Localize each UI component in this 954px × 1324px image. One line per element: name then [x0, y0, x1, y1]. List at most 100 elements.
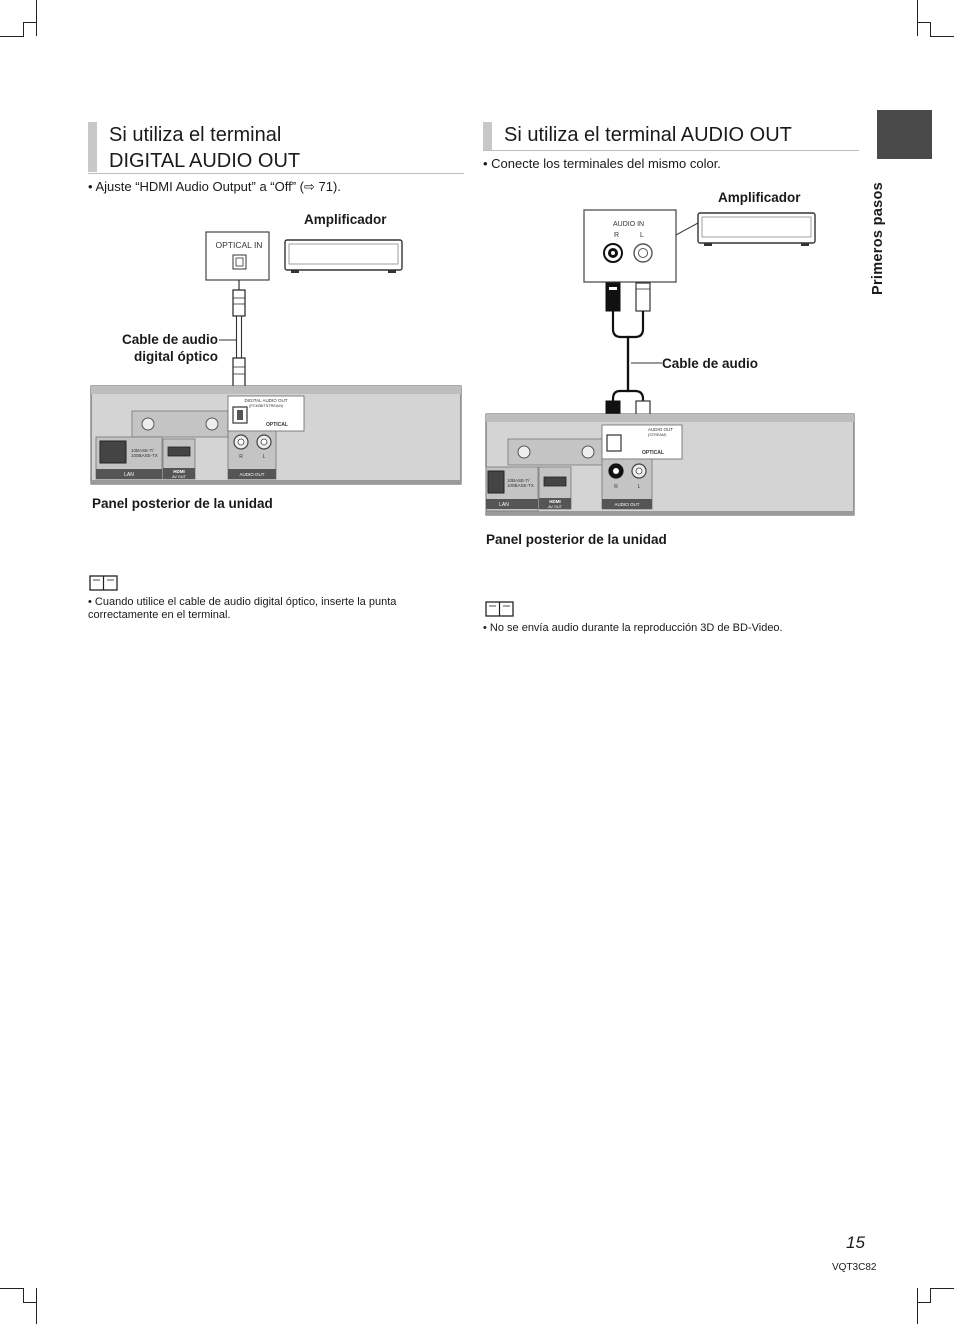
left-heading-rule: [88, 173, 464, 174]
optical-plug-top: [232, 289, 246, 317]
note-book-icon: [485, 601, 514, 617]
lan-label-bar: [486, 499, 538, 509]
audio-out-l-port-inner: [260, 438, 268, 446]
crop-mark: [930, 1288, 954, 1289]
left-cable-label-line1: Cable de audio: [121, 332, 218, 347]
optical-label: OPTICAL: [266, 422, 288, 428]
left-rear-panel-bottom: [91, 480, 461, 484]
rca-cable-red: [611, 311, 630, 403]
left-title-line2: DIGITAL AUDIO OUT: [109, 150, 301, 172]
audio-in-label: AUDIO IN: [613, 221, 644, 228]
rca-cable-white: [626, 311, 645, 403]
plug-stripe: [609, 287, 617, 290]
optical-port-icon: [232, 254, 247, 270]
right-note: • No se envía audio durante la reproducc…: [483, 622, 783, 634]
r-label: R: [239, 454, 243, 460]
crop-mark: [917, 0, 918, 36]
hdmi-label: HDMI: [173, 469, 185, 474]
l-label: L: [263, 454, 266, 460]
l-label: L: [638, 484, 641, 490]
right-connection-diagram: AUDIO IN R L 10BASE-T/ 100BASE-TX LAN HD…: [485, 209, 855, 516]
lan-label: LAN: [124, 472, 134, 478]
left-cable-label-line2: digital óptico: [134, 349, 218, 364]
right-amplifier-label: Amplificador: [718, 190, 801, 205]
rf-out-port: [581, 445, 595, 459]
r-label: R: [614, 484, 618, 490]
left-note: • Cuando utilice el cable de audio digit…: [88, 596, 397, 621]
stream-label: (STREAM): [648, 433, 667, 437]
right-amplifier-icon: [697, 212, 816, 244]
optical-port-inner: [235, 257, 244, 267]
crop-mark: [23, 22, 37, 23]
hdmi-label: HDMI: [549, 499, 561, 504]
crop-mark: [917, 1288, 918, 1324]
right-rear-panel-bottom: [486, 511, 854, 515]
right-panel-caption: Panel posterior de la unidad: [486, 532, 667, 547]
right-section-heading: Si utiliza el terminal AUDIO OUT: [483, 122, 792, 150]
lan-spec-line2: 100BASE-TX: [131, 453, 158, 458]
rca-plug-white-top: [635, 282, 651, 312]
crop-mark: [23, 1302, 37, 1303]
optical-plug-bottom: [232, 357, 246, 389]
audio-in-l-port-inner: [638, 248, 648, 258]
audio-out-label: AUDIO OUT: [239, 472, 264, 477]
left-amplifier-front: [288, 243, 399, 265]
optical-in-label: OPTICAL IN: [216, 240, 263, 250]
amp-foot: [801, 243, 809, 246]
lan-port: [99, 440, 127, 464]
crop-mark: [36, 0, 37, 36]
page-number: 15: [846, 1233, 865, 1252]
digital-audio-out-label: DIGITAL AUDIO OUT: [244, 398, 287, 403]
audio-in-r-pin: [611, 251, 615, 255]
audio-out-r-port-inner: [237, 438, 245, 446]
document-code: VQT3C82: [832, 1262, 877, 1273]
hdmi-label-bar: [163, 468, 195, 479]
audio-out-label: AUDIO OUT: [614, 502, 639, 507]
av-out-label: AV OUT: [172, 475, 187, 479]
right-rear-panel-top: [486, 414, 854, 422]
audio-in-l-label: L: [640, 232, 644, 239]
optical-label: OPTICAL: [642, 450, 664, 456]
left-section-heading: Si utiliza el terminal DIGITAL AUDIO OUT: [88, 122, 300, 172]
rf-in-port: [141, 417, 155, 431]
note-book-icon: [89, 575, 118, 591]
left-connection-diagram: OPTICAL IN 10BASE-T/ 100BASE-TX LAN HDMI…: [90, 231, 462, 485]
crop-mark: [36, 1288, 37, 1324]
rf-in-port: [517, 445, 531, 459]
left-title-line1: Si utiliza el terminal: [109, 124, 282, 146]
crop-mark: [23, 22, 24, 36]
amp-foot: [704, 243, 712, 246]
lan-port: [487, 470, 505, 494]
right-heading-rule: [483, 150, 859, 151]
crop-mark: [930, 22, 931, 36]
audio-out-label-bar: [602, 499, 652, 509]
callout-leader: [675, 222, 699, 236]
lan-label-bar: [96, 469, 162, 479]
left-rear-panel-top: [91, 386, 461, 394]
crop-mark: [917, 22, 931, 23]
side-tab-label: Primeros pasos: [870, 182, 886, 295]
optical-out-port: [606, 434, 622, 452]
audio-out-label-bar: [228, 469, 276, 479]
section-tab: [877, 110, 932, 159]
amp-foot: [291, 270, 299, 273]
left-amplifier-label: Amplificador: [304, 212, 387, 227]
crop-mark: [23, 1288, 24, 1302]
crop-mark: [930, 36, 954, 37]
audio-out-r-port-inner: [613, 468, 619, 474]
right-amplifier-front: [701, 216, 812, 238]
audio-out-l-port-inner: [635, 467, 643, 475]
lan-label: LAN: [499, 502, 509, 508]
lan-spec-line1: 10BASE-T/: [507, 478, 530, 483]
amp-foot: [388, 270, 396, 273]
crop-mark: [0, 36, 24, 37]
right-bullet: • Conecte los terminales del mismo color…: [483, 156, 721, 171]
pcm-stream-label: (PCM/BITSTREAM): [249, 404, 283, 408]
audio-out-stream-label: AUDIO OUT: [648, 427, 673, 432]
hdmi-label-bar: [539, 498, 571, 509]
crop-mark: [930, 1288, 931, 1302]
right-cable-label: Cable de audio: [662, 356, 759, 371]
av-out-label: AV OUT: [548, 505, 563, 509]
hdmi-port: [167, 446, 191, 457]
hdmi-port: [543, 476, 567, 487]
